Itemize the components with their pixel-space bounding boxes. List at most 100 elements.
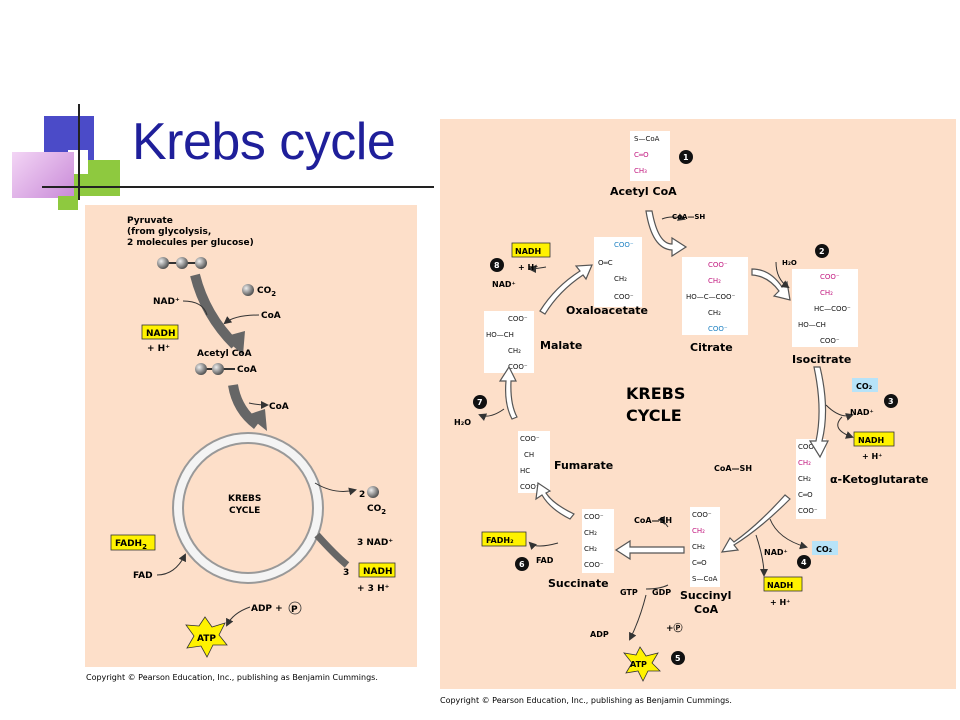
nadh-step4: NADH: [767, 581, 793, 590]
fadh2-step6: FADH₂: [486, 536, 514, 545]
acetyl-coa-tail-label: CoA: [237, 365, 257, 375]
left-diagram-panel: Pyruvate (from glycolysis, 2 molecules p…: [85, 205, 417, 667]
slide-title: Krebs cycle: [132, 113, 396, 171]
acetyl-into-cycle-arrow: [228, 384, 261, 429]
nadh-step3-box: [853, 431, 895, 447]
svg-text:COO⁻: COO⁻: [584, 561, 604, 569]
coa-release-label: CoA: [269, 402, 289, 412]
fumarate-name: Fumarate: [554, 459, 613, 472]
svg-text:CH₂: CH₂: [614, 275, 627, 283]
ketoglutarate-name: α-Ketoglutarate: [830, 473, 928, 486]
svg-text:4: 4: [801, 558, 807, 567]
nad3-label: 3 NAD⁺: [357, 538, 393, 548]
nadh3-count: 3: [343, 568, 349, 578]
svg-text:COO⁻: COO⁻: [614, 241, 634, 249]
pyruvate-to-acetyl-arrow: [190, 273, 239, 349]
svg-text:5: 5: [675, 654, 681, 663]
h-plus-label: + H⁺: [147, 344, 170, 354]
gtp-label: GTP: [620, 588, 638, 597]
isocitrate-name: Isocitrate: [792, 353, 851, 366]
left-cycle-label-1: KREBS: [228, 494, 261, 504]
nad-step4: NAD⁺: [764, 548, 788, 557]
svg-text:HC—COO⁻: HC—COO⁻: [814, 305, 851, 313]
step-7-badge: 7: [473, 395, 487, 409]
gdp-label: GDP: [652, 588, 671, 597]
h-step4: + H⁺: [770, 598, 790, 607]
succinyl-coa-name-1: Succinyl: [680, 589, 731, 602]
fad-label: FAD: [133, 571, 153, 581]
decor-horizontal-line: [42, 186, 434, 188]
succinate-name: Succinate: [548, 577, 609, 590]
svg-text:CH: CH: [524, 451, 534, 459]
acetyl-coa-molecule: [195, 363, 235, 375]
step-2-badge: 2: [815, 244, 829, 258]
pi-step5: +Ⓟ: [666, 622, 683, 634]
nadh-step8-box: [511, 242, 551, 258]
citrate-structure-box: [682, 257, 748, 335]
coa-sh-4: CoA—SH: [714, 464, 752, 473]
svg-text:2: 2: [819, 247, 825, 256]
h3-label: + 3 H⁺: [357, 584, 390, 594]
right-cycle-label-2: CYCLE: [626, 406, 682, 425]
left-diagram: Pyruvate (from glycolysis, 2 molecules p…: [110, 216, 396, 658]
svg-text:CH₂: CH₂: [708, 277, 721, 285]
acetyl-coa-structure-box: [630, 131, 670, 181]
fad-step6: FAD: [536, 556, 554, 565]
malate-structure: COO⁻ HO—CH CH₂ COO⁻: [486, 315, 528, 371]
svg-text:COO⁻: COO⁻: [692, 511, 712, 519]
fadh2-box: [110, 534, 156, 551]
co2-out-count: 2: [359, 490, 365, 500]
acetyl-coa-label: Acetyl CoA: [197, 349, 252, 359]
ketoglutarate-structure: COO⁻ CH₂ CH₂ C═O COO⁻: [798, 443, 818, 515]
h2o-step7: H₂O: [454, 418, 471, 427]
left-cycle-label-2: CYCLE: [229, 506, 260, 516]
co2-step3-box: [852, 378, 878, 392]
atp-burst-icon: [185, 616, 228, 658]
succinate-structure: COO⁻ CH₂ CH₂ COO⁻: [584, 513, 604, 569]
svg-text:S—CoA: S—CoA: [634, 135, 660, 143]
succinate-structure-box: [582, 509, 614, 573]
oxaloacetate-structure-box: [594, 237, 642, 307]
acetyl-coa-name: Acetyl CoA: [610, 185, 677, 198]
pyruvate-origin-label: (from glycolysis,: [127, 227, 211, 237]
svg-text:CH₂: CH₂: [692, 527, 705, 535]
fadh2-step6-box: [481, 531, 527, 547]
h-step3: + H⁺: [862, 452, 882, 461]
citrate-structure: COO⁻ CH₂ HO—C—COO⁻ CH₂ COO⁻: [686, 261, 736, 333]
svg-text:CH₂: CH₂: [584, 529, 597, 537]
svg-text:S—CoA: S—CoA: [692, 575, 718, 583]
svg-text:HO—C—COO⁻: HO—C—COO⁻: [686, 293, 736, 301]
step-6-badge: 6: [515, 557, 529, 571]
co2-step3: CO₂: [856, 382, 873, 391]
svg-text:COO⁻: COO⁻: [584, 513, 604, 521]
svg-text:O═C: O═C: [598, 259, 613, 267]
svg-text:6: 6: [519, 560, 525, 569]
svg-text:7: 7: [477, 398, 483, 407]
svg-text:COO⁻: COO⁻: [520, 435, 540, 443]
succinyl-coa-structure-box: [690, 507, 720, 587]
svg-text:8: 8: [494, 261, 500, 270]
decor-square-green-small: [58, 196, 78, 210]
nadh-step3: NADH: [858, 436, 884, 445]
right-diagram-panel: S—CoA C═O CH₃ COO⁻ O═C CH₂ COO⁻ COO⁻ CH₂…: [440, 119, 956, 689]
adp-step5: ADP: [590, 630, 609, 639]
svg-text:CH₂: CH₂: [708, 309, 721, 317]
step-5-badge: 5: [671, 651, 685, 665]
svg-text:COO⁻: COO⁻: [708, 325, 728, 333]
co2-step4-box: [812, 541, 838, 555]
decor-vertical-line: [78, 104, 80, 200]
nad-plus-label: NAD⁺: [153, 297, 180, 307]
fadh2-label: FADH2: [115, 539, 147, 551]
co2-out-molecule-icon: [367, 486, 379, 498]
svg-text:CH₃: CH₃: [634, 167, 647, 175]
citrate-name: Citrate: [690, 341, 733, 354]
right-cycle-label-1: KREBS: [626, 384, 685, 403]
svg-text:COO⁻: COO⁻: [798, 443, 818, 451]
svg-text:CH₂: CH₂: [820, 289, 833, 297]
nadh3-box: [358, 562, 396, 578]
coa-label: CoA: [261, 311, 281, 321]
svg-text:C═O: C═O: [692, 559, 707, 567]
nadh-step4-box: [763, 576, 803, 592]
svg-text:COO⁻: COO⁻: [820, 273, 840, 281]
nad-step8: NAD⁺: [492, 280, 516, 289]
